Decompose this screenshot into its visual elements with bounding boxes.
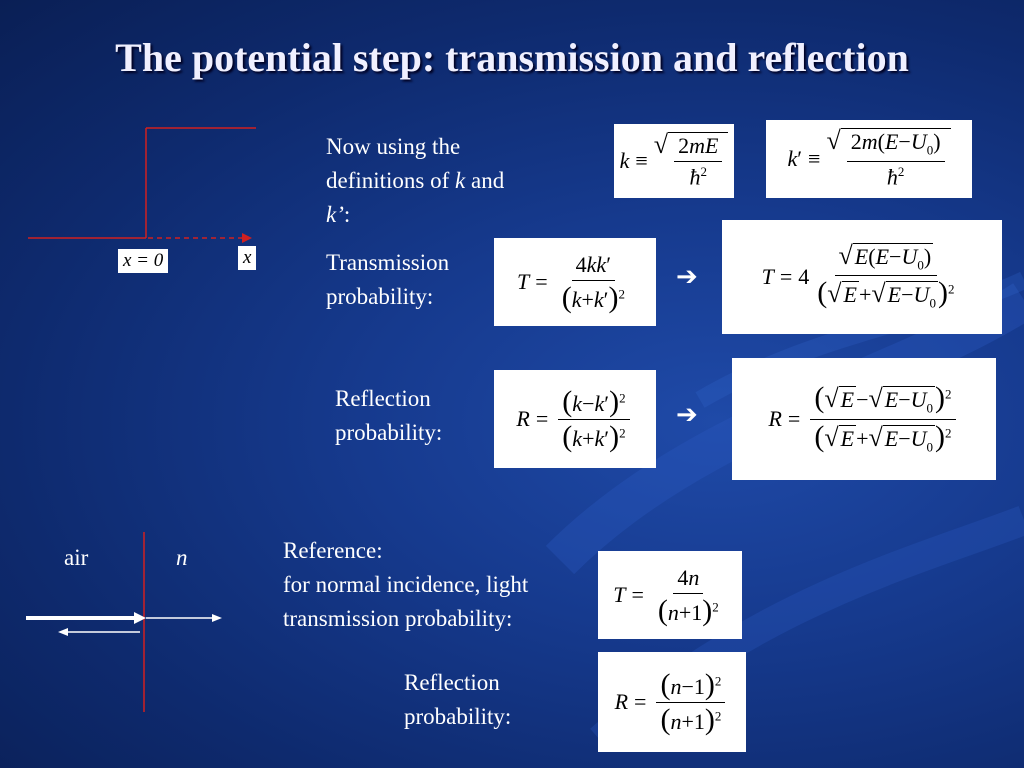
transmission-n-equation: T= 4n (n+1)2 [598,551,742,639]
intro-text: Now using the definitions of k and k’: [326,130,504,232]
k-prime-definition-equation: k′≡ √ 2m(E−U0)ħ2 [766,120,972,198]
transmission-label: Transmission probability: [326,250,450,309]
reflection-label: Reflection probability: [335,386,443,445]
n-label: n [176,545,188,570]
intro-line-2: definitions of k and [326,168,505,193]
transmission-k-equation: T= 4kk′(k+k′)2 [494,238,656,326]
reflected-arrowhead [58,628,68,636]
arrow-reflection: ➔ [676,400,698,429]
interface-diagram [26,532,222,712]
reflection-n-equation: R= (n−1)2 (n+1)2 [598,652,746,752]
x-axis-arrowhead [242,233,252,243]
reflection-k-equation: R= (k−k′)2 (k+k′)2 [494,370,656,468]
transmitted-arrowhead [212,614,222,622]
potential-step-diagram [28,127,256,243]
x-label: x [238,246,257,270]
x0-label: x = 0 [118,249,169,273]
intro-line-3: k’: [326,202,351,227]
incident-arrowhead [134,612,146,624]
slide-title: The potential step: transmission and ref… [115,35,909,80]
reference-text: Reference: for normal incidence, light t… [283,538,529,631]
reflection-energy-equation: R= (√E−√E−U0)2 (√E+√E−U0)2 [732,358,996,480]
arrow-transmission: ➔ [676,262,698,291]
transmission-energy-equation: T=4 √E(E−U0) (√E+√E−U0)2 [722,220,1002,334]
reflection-label-2: Reflection probability: [404,670,512,729]
intro-line-1: Now using the [326,134,461,159]
air-label: air [64,545,89,570]
